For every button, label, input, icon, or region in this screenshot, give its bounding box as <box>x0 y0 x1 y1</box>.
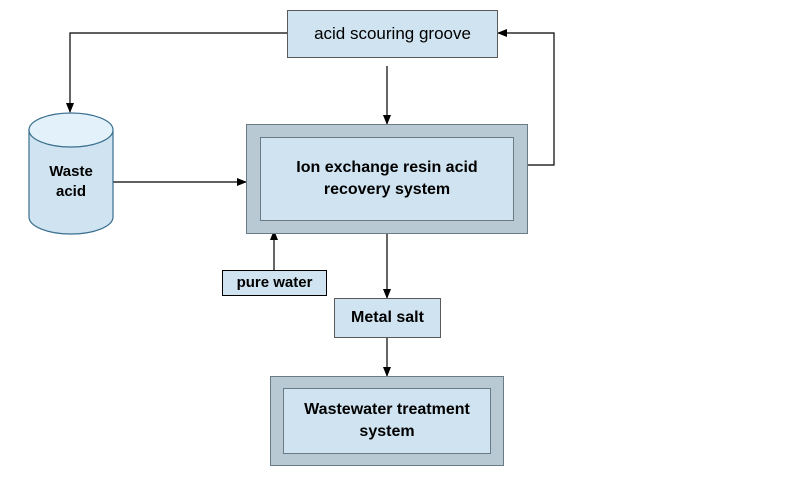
node-pure-water[interactable]: pure water <box>222 270 327 296</box>
node-waste-acid[interactable]: Waste acid <box>28 112 114 235</box>
node-wastewater-treatment-system-label: Wastewater treatment system <box>283 388 491 454</box>
waste-acid-cylinder-shape <box>28 112 114 235</box>
node-waste-acid-label: Waste acid <box>49 163 93 200</box>
node-metal-salt[interactable]: Metal salt <box>334 298 441 338</box>
node-acid-scouring-groove[interactable]: acid scouring groove <box>287 10 498 58</box>
node-ion-exchange-recovery-system[interactable]: Ion exchange resin acid recovery system <box>246 124 528 234</box>
node-ion-exchange-recovery-system-label: Ion exchange resin acid recovery system <box>260 137 514 221</box>
node-wastewater-treatment-system[interactable]: Wastewater treatment system <box>270 376 504 466</box>
node-acid-scouring-groove-label: acid scouring groove <box>314 24 471 44</box>
node-metal-salt-label: Metal salt <box>351 308 424 326</box>
line-groove-to-waste-acid <box>66 32 287 113</box>
node-pure-water-label: pure water <box>236 274 313 292</box>
